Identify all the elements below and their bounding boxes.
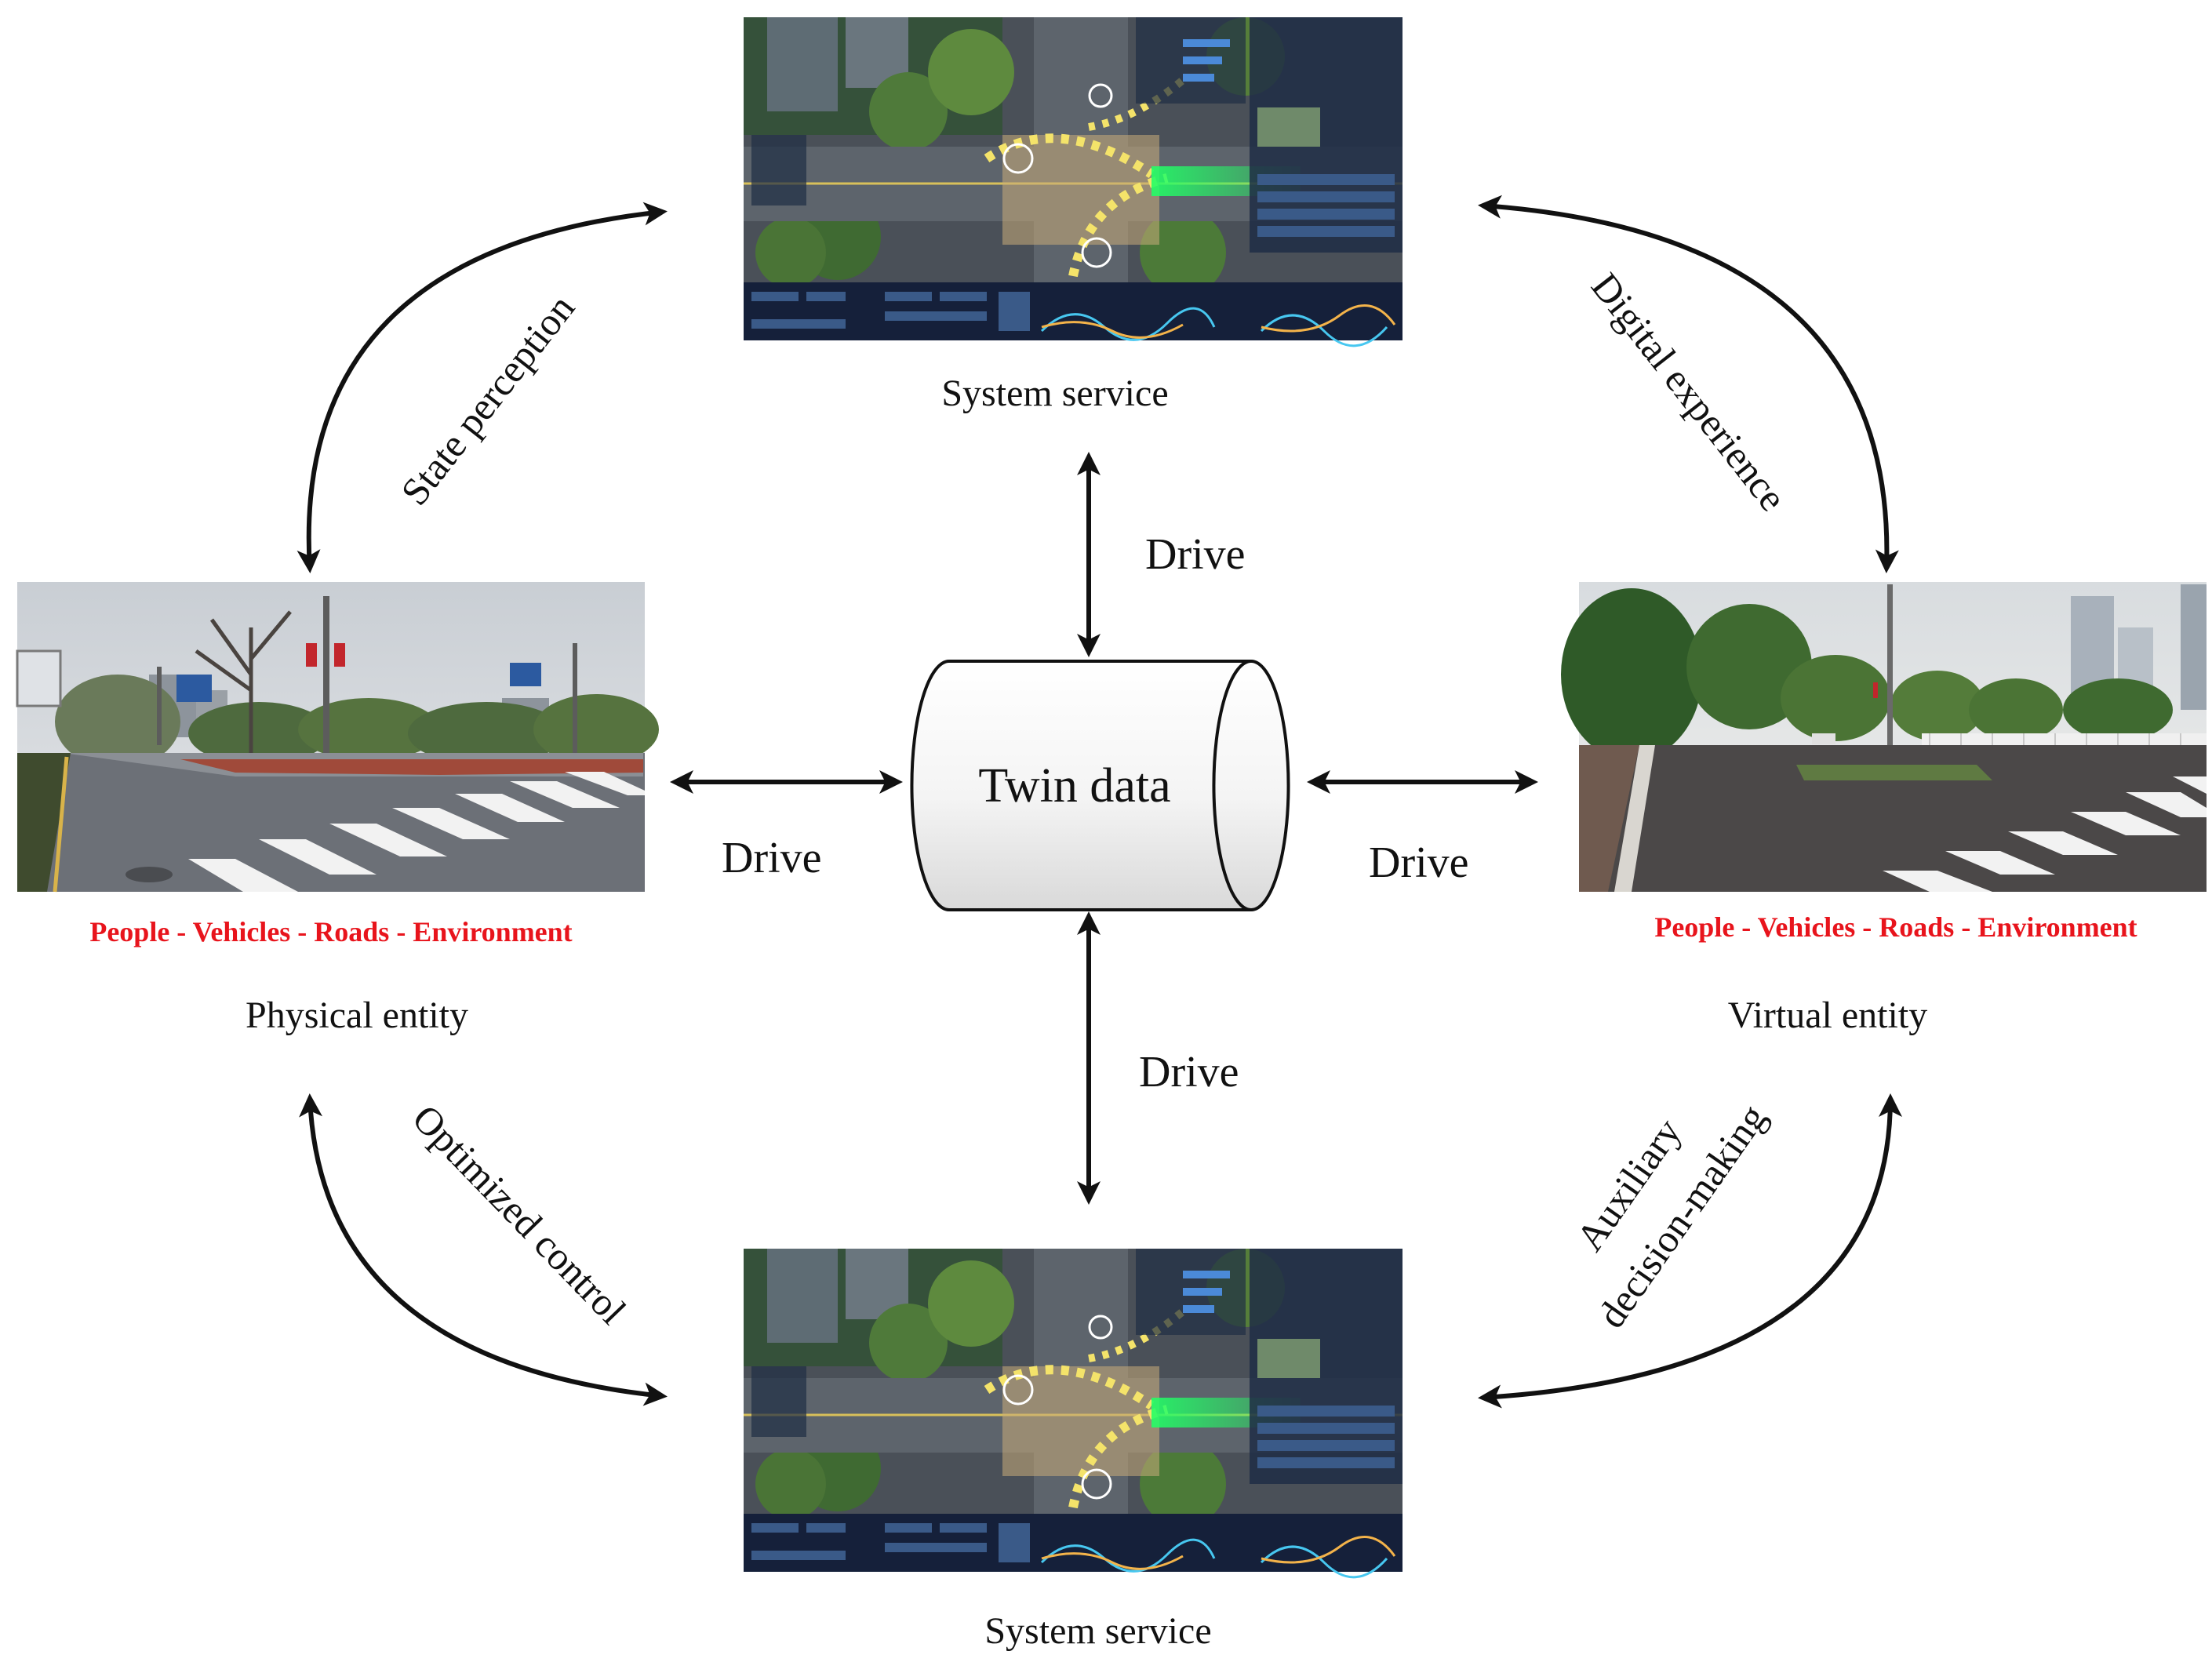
- twin-data-label: Twin data: [978, 759, 1170, 813]
- drive-label-left: Drive: [722, 834, 822, 882]
- arc-label-digital-experience: Digital experience: [1583, 264, 1795, 518]
- arc-auxiliary-decision: [1478, 1093, 1902, 1409]
- drive-label-bottom: Drive: [1139, 1048, 1239, 1096]
- physical-entity-elements: People - Vehicles - Roads - Environment: [89, 916, 572, 947]
- drive-label-top: Drive: [1145, 530, 1246, 579]
- virtual-entity-caption: Virtual entity: [1728, 995, 1927, 1036]
- twin-data-cylinder: Twin data: [910, 660, 1290, 911]
- arc-optimized-control: [299, 1093, 668, 1406]
- top-system-service-image: [744, 17, 1403, 346]
- physical-entity-caption: Physical entity: [246, 995, 468, 1036]
- drive-label-right: Drive: [1369, 838, 1469, 887]
- arc-label-optimized-control: Optimized control: [404, 1096, 635, 1333]
- virtual-entity-render: [1561, 582, 2207, 892]
- arc-label-state-perception: State perception: [392, 286, 583, 513]
- arc-state-perception: [297, 202, 668, 573]
- virtual-entity-elements: People - Vehicles - Roads - Environment: [1654, 911, 2137, 943]
- bottom-system-service-image: [744, 1249, 1403, 1577]
- arc-digital-experience: [1478, 195, 1899, 573]
- physical-entity-photo: [16, 582, 659, 893]
- top-system-service-caption: System service: [941, 373, 1168, 414]
- bottom-system-service-caption: System service: [984, 1610, 1211, 1652]
